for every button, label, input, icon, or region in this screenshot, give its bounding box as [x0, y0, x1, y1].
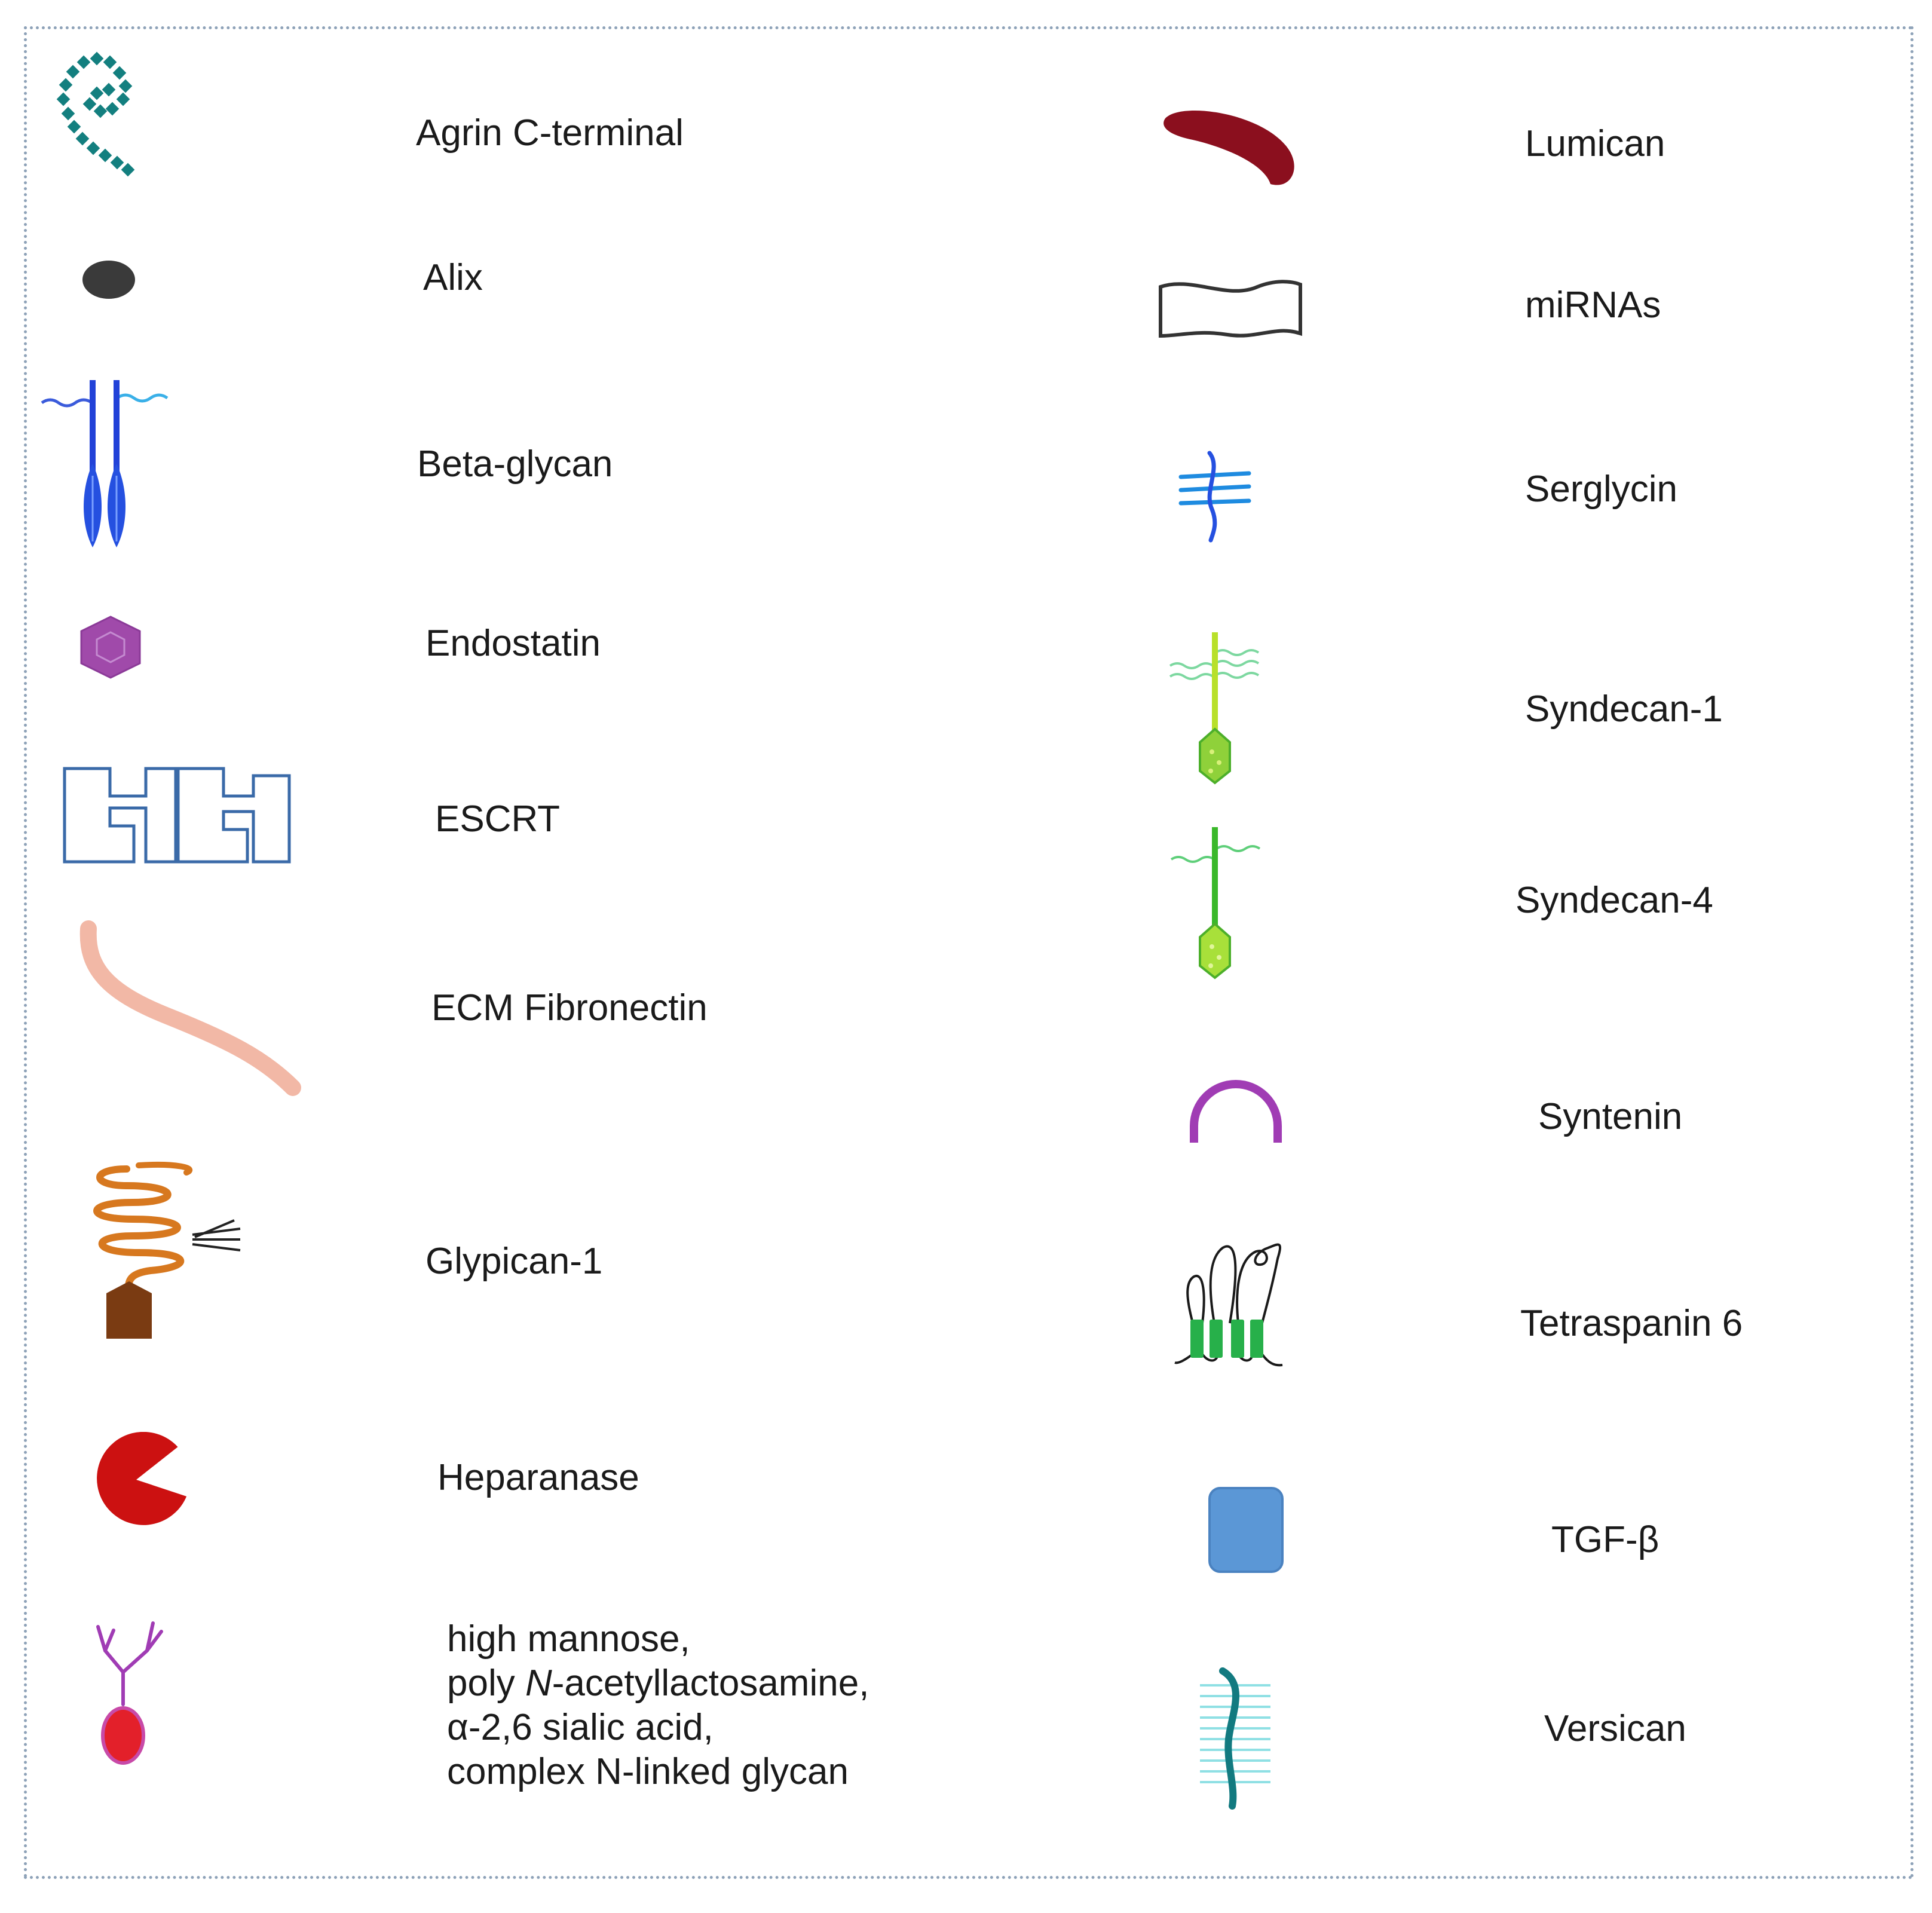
label-alix: Alix — [423, 257, 483, 298]
label-syntenin: Syntenin — [1538, 1096, 1683, 1137]
agrin-bead-chain-icon — [56, 51, 135, 177]
glycan-line-3: α-2,6 sialic acid, — [447, 1707, 714, 1748]
label-glypican-1: Glypican-1 — [425, 1241, 603, 1282]
syndecan-1-icon — [1169, 632, 1260, 785]
syndecan-4-icon — [1170, 827, 1261, 980]
label-escrt: ESCRT — [435, 798, 561, 840]
label-heparanase: Heparanase — [437, 1457, 639, 1498]
label-tgf-beta: TGF-β — [1551, 1519, 1660, 1560]
fibronectin-strand-icon — [79, 920, 301, 1096]
endostatin-hexagon-icon — [80, 616, 141, 679]
versican-icon — [1200, 1667, 1270, 1810]
label-lumican: Lumican — [1525, 123, 1665, 164]
label-glycan: high mannose, poly N-acetyllactosamine, … — [447, 1617, 869, 1794]
label-endostatin: Endostatin — [425, 623, 601, 664]
mirna-ribbon-icon — [1159, 280, 1302, 338]
glypican-1-icon — [93, 1161, 241, 1339]
label-fibronectin: ECM Fibronectin — [431, 987, 708, 1029]
glycan-line-2: poly N-acetyllactosamine, — [447, 1661, 869, 1706]
heparanase-pacman-icon — [97, 1432, 187, 1525]
label-versican: Versican — [1544, 1708, 1686, 1749]
label-mirnas: miRNAs — [1525, 284, 1661, 326]
dotted-border — [24, 26, 1913, 1879]
tetraspanin-6-icon — [1174, 1243, 1283, 1367]
label-agrin: Agrin C-terminal — [416, 112, 684, 154]
syntenin-arc-icon — [1190, 1080, 1282, 1143]
alix-oval-icon — [82, 261, 135, 299]
glycan-line-2b: -acetyllactosamine, — [552, 1663, 869, 1704]
glycan-italic-n: N — [525, 1663, 552, 1704]
glycan-line-1: high mannose, — [447, 1618, 690, 1660]
beta-glycan-icon — [41, 380, 169, 547]
escrt-complex-icon — [63, 767, 291, 864]
glycan-line-2a: poly — [447, 1663, 525, 1704]
label-syndecan-4: Syndecan-4 — [1515, 880, 1713, 921]
serglycin-icon — [1178, 451, 1251, 543]
label-syndecan-1: Syndecan-1 — [1525, 688, 1723, 730]
lumican-bean-icon — [1164, 110, 1294, 185]
label-serglycin: Serglycin — [1525, 469, 1677, 510]
glycan-line-4: complex N-linked glycan — [447, 1751, 849, 1792]
label-beta-glycan: Beta-glycan — [417, 443, 613, 485]
tgf-beta-square-icon — [1208, 1487, 1284, 1573]
glycan-tree-icon — [96, 1621, 163, 1765]
label-tetraspanin-6: Tetraspanin 6 — [1520, 1303, 1743, 1344]
